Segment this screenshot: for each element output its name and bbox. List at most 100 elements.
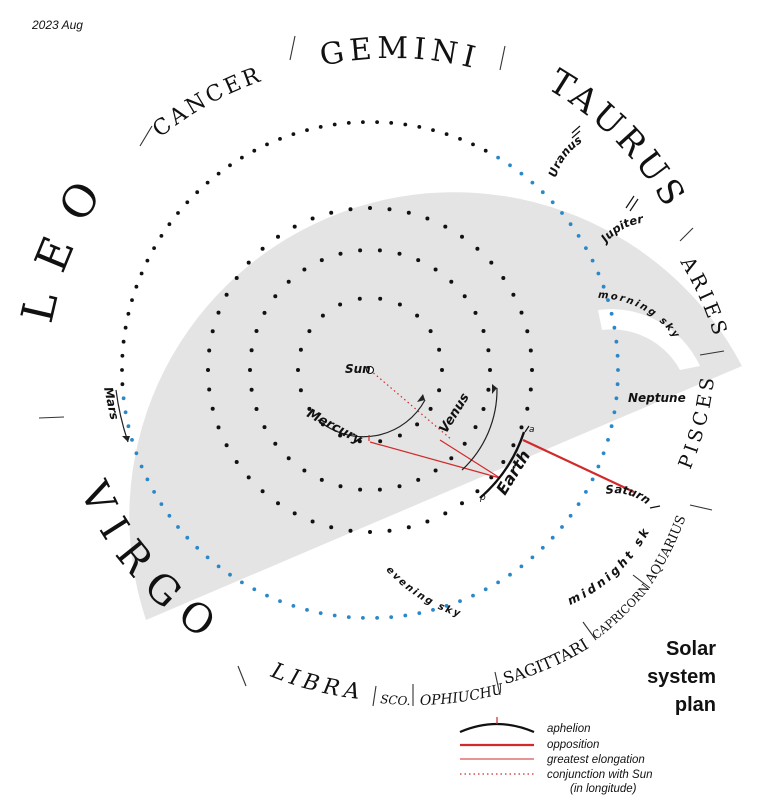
orbit-dot xyxy=(123,410,128,415)
orbit-dot xyxy=(249,387,254,392)
orbit-dot xyxy=(519,564,524,569)
orbit-dot xyxy=(377,487,382,492)
orbit-dot xyxy=(298,347,303,352)
orbit-dot xyxy=(216,425,221,430)
orbit-dot xyxy=(475,246,480,251)
planet-label-neptune: Neptune xyxy=(628,391,686,405)
orbit-dot xyxy=(403,122,408,127)
orbit-dot xyxy=(415,422,420,427)
orbit-dot xyxy=(528,348,533,353)
orbit-dot xyxy=(377,248,382,253)
orbit-venus xyxy=(248,248,492,492)
orbit-dot xyxy=(416,258,421,263)
constellation-gemini: GEMINI xyxy=(317,31,483,77)
orbit-dot xyxy=(273,294,278,299)
orbit-dot xyxy=(616,368,620,372)
orbit-dot xyxy=(126,311,131,316)
orbit-dot xyxy=(614,396,619,401)
orbit-dot xyxy=(338,484,343,489)
orbit-dot xyxy=(406,210,411,215)
planet-label-uranus: Uranus xyxy=(545,133,584,179)
orbit-dot xyxy=(576,502,581,506)
orbit-dot xyxy=(560,211,564,215)
orbit-dot xyxy=(234,276,239,280)
orbit-dot xyxy=(276,501,280,506)
orbit-dot xyxy=(278,137,282,141)
orbit-dot xyxy=(437,347,442,352)
orbit-dot xyxy=(338,302,343,307)
orbit-dot xyxy=(216,564,221,569)
orbit-dot xyxy=(596,464,601,469)
orbit-dot xyxy=(260,246,265,251)
orbit-dot xyxy=(195,190,200,195)
orbit-dot xyxy=(260,489,265,494)
title-line-1: Solar xyxy=(666,638,716,660)
orbit-dot xyxy=(403,613,408,618)
orbit-dot xyxy=(416,477,421,482)
planet-label-saturn: Saturn xyxy=(605,482,654,507)
orbit-dot xyxy=(234,460,239,464)
orbit-dot xyxy=(286,279,291,284)
orbit-dot xyxy=(473,425,478,430)
orbit-dot xyxy=(550,535,555,540)
orbit-dot xyxy=(615,382,620,387)
orbit-earth xyxy=(206,206,534,534)
orbit-dot xyxy=(152,246,157,251)
orbit-dot xyxy=(601,284,606,289)
orbit-dot xyxy=(596,271,601,276)
orbit-dot xyxy=(530,180,535,185)
orbit-dot xyxy=(348,528,353,533)
orbit-dot xyxy=(292,511,297,516)
orbit-mercury xyxy=(296,296,444,444)
orbit-dot xyxy=(568,222,573,227)
orbit-dot xyxy=(185,535,190,540)
planet-label-mars: Mars xyxy=(101,386,122,421)
orbit-dot xyxy=(496,580,500,585)
orbit-dot xyxy=(265,142,269,147)
orbit-dot xyxy=(185,200,190,205)
orbit-dot xyxy=(319,477,324,482)
orbit-dot xyxy=(332,122,337,127)
night-side-shading xyxy=(129,192,742,620)
orbit-dot xyxy=(254,407,259,411)
orbit-dot xyxy=(443,224,448,229)
orbit-dot xyxy=(368,206,372,210)
orbit-dot xyxy=(425,519,430,524)
orbit-dot xyxy=(431,608,435,612)
orbit-dot xyxy=(387,528,392,533)
orbit-dot xyxy=(397,484,402,489)
orbit-dot xyxy=(210,329,215,334)
constellation-libra: LIBRA xyxy=(267,658,366,705)
orbit-dot xyxy=(615,353,620,358)
orbit-dot xyxy=(120,382,125,387)
orbit-dot xyxy=(318,125,323,129)
orbit-dot xyxy=(431,128,435,133)
orbit-dot xyxy=(397,302,402,307)
orbit-dot xyxy=(302,468,307,473)
orbit-dot xyxy=(286,456,291,461)
orbit-dot xyxy=(437,388,442,393)
orbit-dot xyxy=(525,329,530,334)
orbit-dot xyxy=(443,511,448,516)
legend-label-longitude: (in longitude) xyxy=(570,783,637,795)
legend-symbol-aphelion xyxy=(459,722,535,734)
orbit-dot xyxy=(519,310,524,315)
orbit-dot xyxy=(205,180,210,185)
constellation-taurus: TAURUS xyxy=(541,62,694,217)
orbit-dot xyxy=(357,296,362,301)
orbit-dot xyxy=(417,611,422,615)
earth-perihelion-mark: p xyxy=(479,493,486,503)
orbit-dot xyxy=(240,155,244,160)
orbit-dot xyxy=(540,190,545,195)
orbit-dot xyxy=(483,587,488,592)
orbit-dot xyxy=(291,604,296,608)
orbit-dot xyxy=(590,258,595,263)
orbit-dot xyxy=(612,325,617,330)
orbit-dot xyxy=(249,348,254,353)
elongation-line-venus xyxy=(439,439,501,479)
orbit-dot xyxy=(224,292,229,297)
sun-label: Sun xyxy=(345,362,371,376)
orbit-dot xyxy=(519,171,524,176)
orbit-dot xyxy=(273,441,278,446)
orbit-dot xyxy=(462,441,467,446)
